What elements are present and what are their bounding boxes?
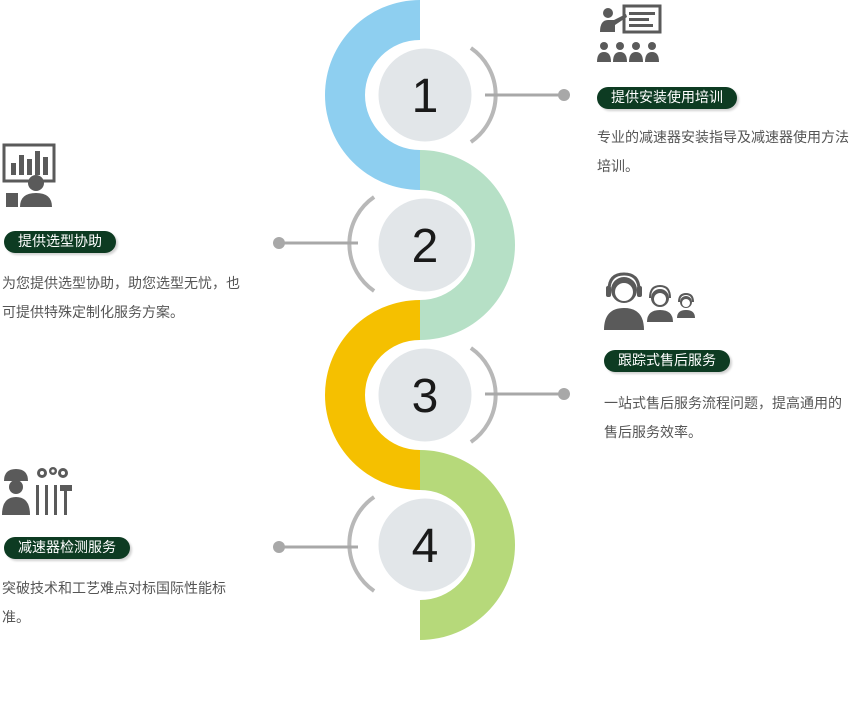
step-3-circle bbox=[375, 345, 475, 445]
step-4-desc: 突破技术和工艺难点对标国际性能标准。 bbox=[2, 581, 226, 626]
step-3-connector bbox=[485, 388, 570, 400]
selection-analysis-icon bbox=[2, 143, 56, 207]
step-3-number: 3 bbox=[412, 370, 439, 423]
step-2-band bbox=[420, 150, 515, 340]
step-3-band bbox=[325, 300, 420, 490]
step-4-connector bbox=[273, 541, 358, 553]
step-2-number: 2 bbox=[412, 220, 439, 273]
customer-service-icon bbox=[604, 272, 695, 330]
step-1-desc: 专业的减速器安装指导及减速器使用方法培训。 bbox=[597, 130, 849, 175]
engineer-tools-icon bbox=[2, 467, 72, 515]
step-4-tag: 减速器检测服务 bbox=[4, 537, 130, 559]
step-1-number: 1 bbox=[412, 70, 439, 123]
step-4-band bbox=[420, 450, 515, 640]
step-4-circle bbox=[375, 495, 475, 595]
step-1-circle bbox=[375, 45, 475, 145]
step-4-arc bbox=[347, 495, 376, 593]
step-3-desc: 一站式售后服务流程问题，提高通用的售后服务效率。 bbox=[604, 396, 842, 441]
step-4-number: 4 bbox=[412, 520, 439, 573]
step-2-desc: 为您提供选型协助，助您选型无忧，也可提供特殊定制化服务方案。 bbox=[2, 276, 240, 321]
step-3-tag: 跟踪式售后服务 bbox=[604, 350, 730, 372]
step-2-circle bbox=[375, 195, 475, 295]
training-icon bbox=[597, 4, 662, 62]
step-1-connector bbox=[485, 89, 570, 101]
step-1-tag: 提供安装使用培训 bbox=[597, 87, 737, 109]
step-1-band bbox=[325, 0, 420, 190]
step-2-connector bbox=[273, 237, 358, 249]
step-2-tag: 提供选型协助 bbox=[4, 231, 116, 253]
